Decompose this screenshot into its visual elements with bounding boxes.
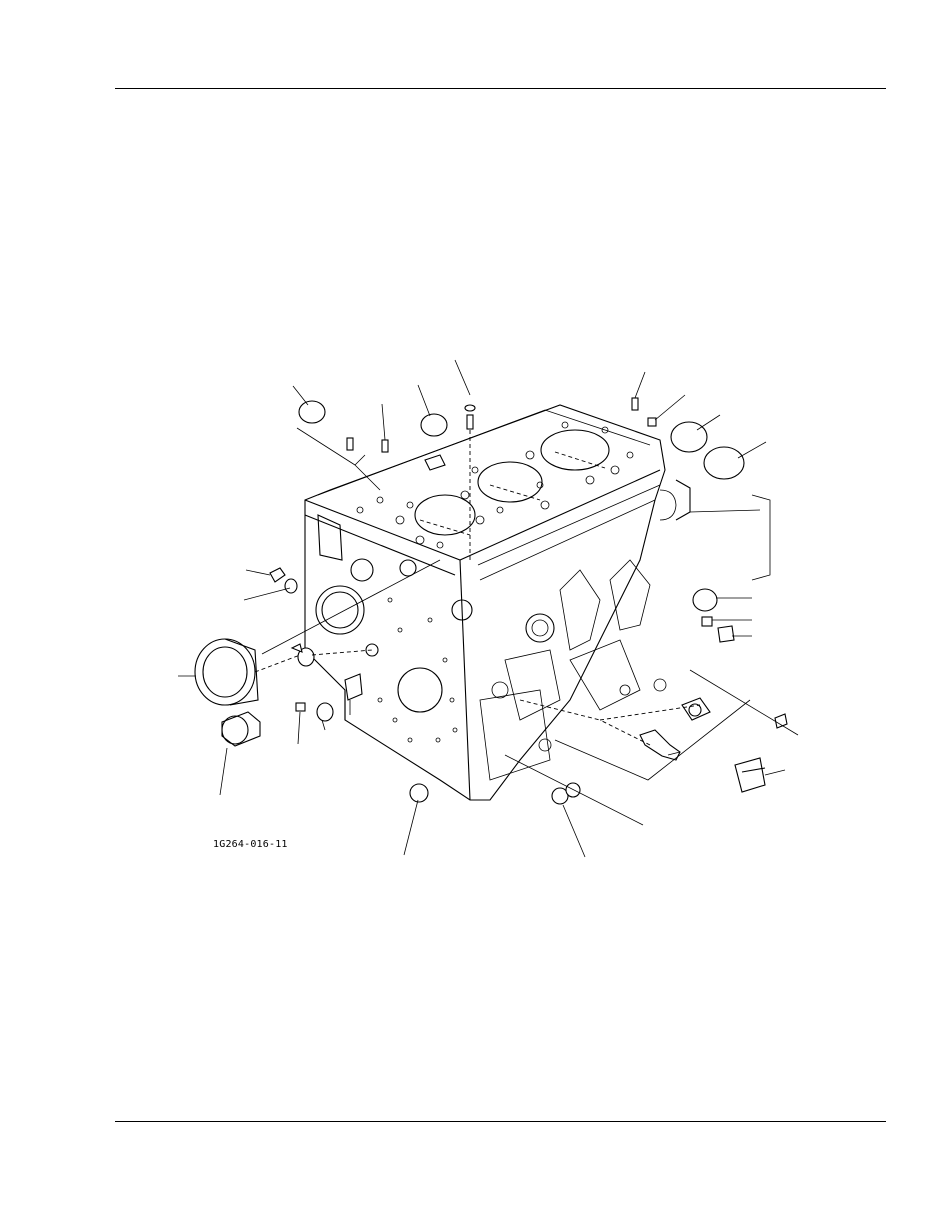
figure-code-label: 1G264-016-11 [213,839,288,850]
deck-holes [356,421,634,549]
footer-rule [115,1121,886,1122]
exploded-parts [194,397,788,805]
leader-lines [178,359,799,858]
explode-lines [254,430,701,746]
cylinder-block-drawing [178,359,799,858]
front-face [315,514,473,743]
crankcase-side [479,479,691,781]
cylinder-block-exploded-diagram [170,340,810,870]
cylinder-bores [414,429,610,536]
header-rule [115,88,886,89]
cylinder-block-body [304,404,666,801]
